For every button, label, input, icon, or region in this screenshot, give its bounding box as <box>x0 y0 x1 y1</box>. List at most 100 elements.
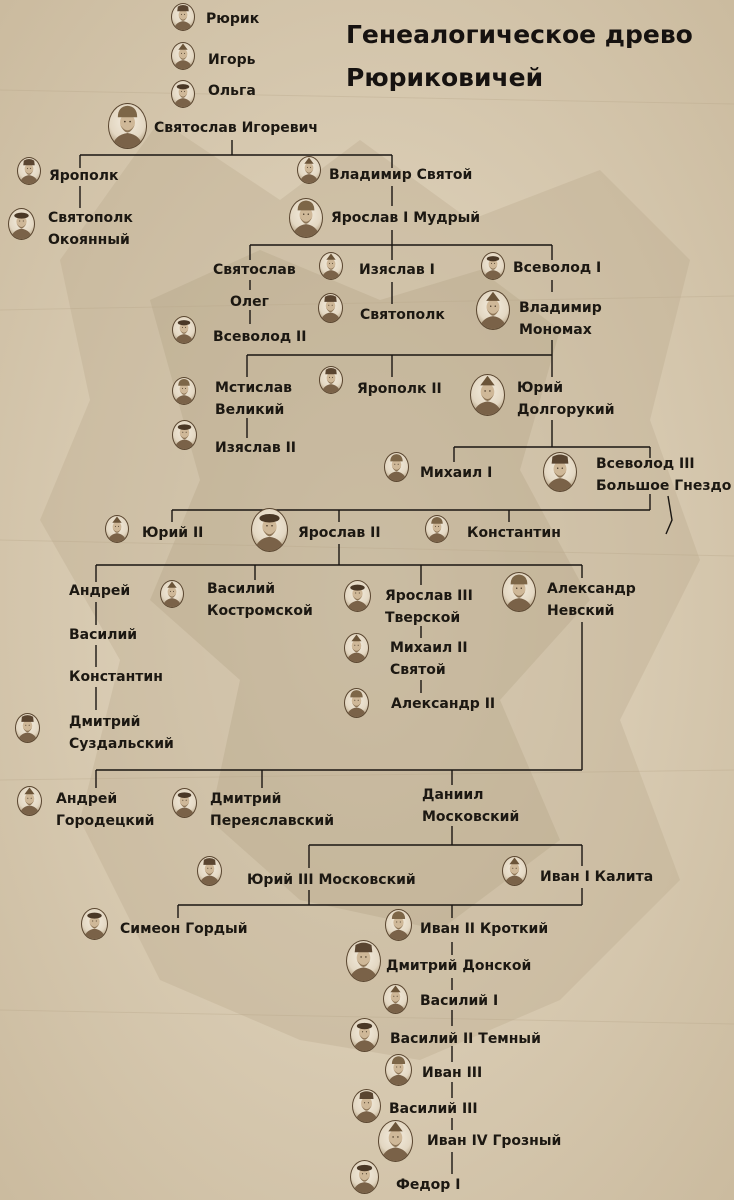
portrait-icon <box>476 290 510 330</box>
person-name: Окоянный <box>48 232 130 248</box>
person-name: Ярослав I Мудрый <box>331 210 481 226</box>
person-name: Юрий <box>517 380 564 396</box>
portrait-icon <box>543 452 577 492</box>
person-name: Владимир Святой <box>329 167 473 183</box>
person-name: Святослав Игоревич <box>154 120 319 136</box>
person-name: Изяслав I <box>359 262 435 278</box>
portrait-icon <box>378 1120 413 1162</box>
person-name: Тверской <box>385 610 461 626</box>
person-name: Иван I Калита <box>540 869 654 885</box>
person-name: Святослав <box>213 262 296 278</box>
portrait-icon <box>318 293 343 323</box>
portrait-icon <box>352 1089 381 1123</box>
person-name: Святополк <box>360 307 445 323</box>
portrait-icon <box>81 908 108 940</box>
person-name: Московский <box>422 809 520 825</box>
person-name: Михаил I <box>420 465 493 481</box>
portrait-icon <box>172 420 197 450</box>
person-name: Большое Гнездо <box>596 478 732 494</box>
portrait-icon <box>171 3 195 31</box>
portrait-icon <box>385 1054 412 1086</box>
portrait-icon <box>385 909 412 941</box>
person-name: Невский <box>547 603 615 619</box>
person-name: Костромской <box>207 603 313 619</box>
person-name: Мономах <box>519 322 592 338</box>
person-name: Святополк <box>48 210 133 226</box>
person-name: Константин <box>467 525 561 541</box>
person-name: Симеон Гордый <box>120 921 248 937</box>
portrait-icon <box>8 208 35 240</box>
person-name: Федор I <box>396 1177 461 1193</box>
portrait-icon <box>17 786 42 816</box>
portrait-icon <box>197 856 222 886</box>
portrait-icon <box>344 633 369 663</box>
person-name: Ольга <box>208 83 256 99</box>
portrait-icon <box>383 984 408 1014</box>
person-name: Олег <box>230 294 269 310</box>
person-name: Василий <box>207 581 276 597</box>
person-name: Иван II Кроткий <box>420 921 549 937</box>
person-name: Дмитрий <box>69 714 141 730</box>
person-name: Святой <box>390 662 446 678</box>
person-name: Александр II <box>391 696 496 712</box>
person-name: Даниил <box>422 787 484 803</box>
portrait-icon <box>350 1160 379 1194</box>
portrait-icon <box>481 252 505 280</box>
person-name: Игорь <box>208 52 256 68</box>
person-name: Василий <box>69 627 138 643</box>
chart-title-line2: Рюриковичей <box>346 63 544 92</box>
chart-title-line1: Генеалогическое древо <box>346 20 693 49</box>
portrait-icon <box>384 452 409 482</box>
person-name: Андрей <box>56 791 118 807</box>
person-name: Василий III <box>389 1101 478 1117</box>
person-name: Всеволод I <box>513 260 602 276</box>
portrait-icon <box>251 508 288 552</box>
portrait-icon <box>502 856 527 886</box>
portrait-icon <box>108 103 147 149</box>
portrait-icon <box>344 688 369 718</box>
portrait-icon <box>289 198 323 238</box>
person-name: Ярополк <box>49 168 119 184</box>
portrait-icon <box>344 580 371 612</box>
portrait-icon <box>171 80 195 108</box>
person-name: Изяслав II <box>215 440 296 456</box>
portrait-icon <box>172 377 196 405</box>
portrait-icon <box>297 156 321 184</box>
person-name: Долгорукий <box>517 402 615 418</box>
person-name: Иван IV Грозный <box>427 1133 562 1149</box>
person-name: Александр <box>547 581 636 597</box>
person-name: Василий I <box>420 993 499 1009</box>
person-name: Михаил II <box>390 640 468 656</box>
portrait-icon <box>319 252 343 280</box>
person-name: Андрей <box>69 583 131 599</box>
person-name: Переяславский <box>210 813 334 829</box>
portrait-icon <box>350 1018 379 1052</box>
person-name: Иван III <box>422 1065 483 1081</box>
person-name: Юрий III Московский <box>247 872 416 888</box>
person-name: Мстислав <box>215 380 293 396</box>
person-name: Ярослав II <box>298 525 381 541</box>
portrait-icon <box>425 515 449 543</box>
person-name: Всеволод II <box>213 329 307 345</box>
portrait-icon <box>502 572 536 612</box>
person-name: Рюрик <box>206 11 260 27</box>
portrait-icon <box>171 42 195 70</box>
person-name: Дмитрий Донской <box>386 958 532 974</box>
person-name: Ярослав III <box>385 588 473 604</box>
person-name: Всеволод III <box>596 456 695 472</box>
person-name: Василий II Темный <box>390 1031 541 1047</box>
portrait-icon <box>15 713 40 743</box>
portrait-icon <box>172 788 197 818</box>
person-name: Суздальский <box>69 736 174 752</box>
portrait-icon <box>105 515 129 543</box>
portrait-icon <box>160 580 184 608</box>
portrait-icon <box>17 157 41 185</box>
portrait-icon <box>470 374 505 416</box>
portrait-icon <box>319 366 343 394</box>
person-name: Городецкий <box>56 813 155 829</box>
person-name: Владимир <box>519 300 602 316</box>
person-name: Ярополк II <box>357 381 442 397</box>
portrait-icon <box>172 316 196 344</box>
